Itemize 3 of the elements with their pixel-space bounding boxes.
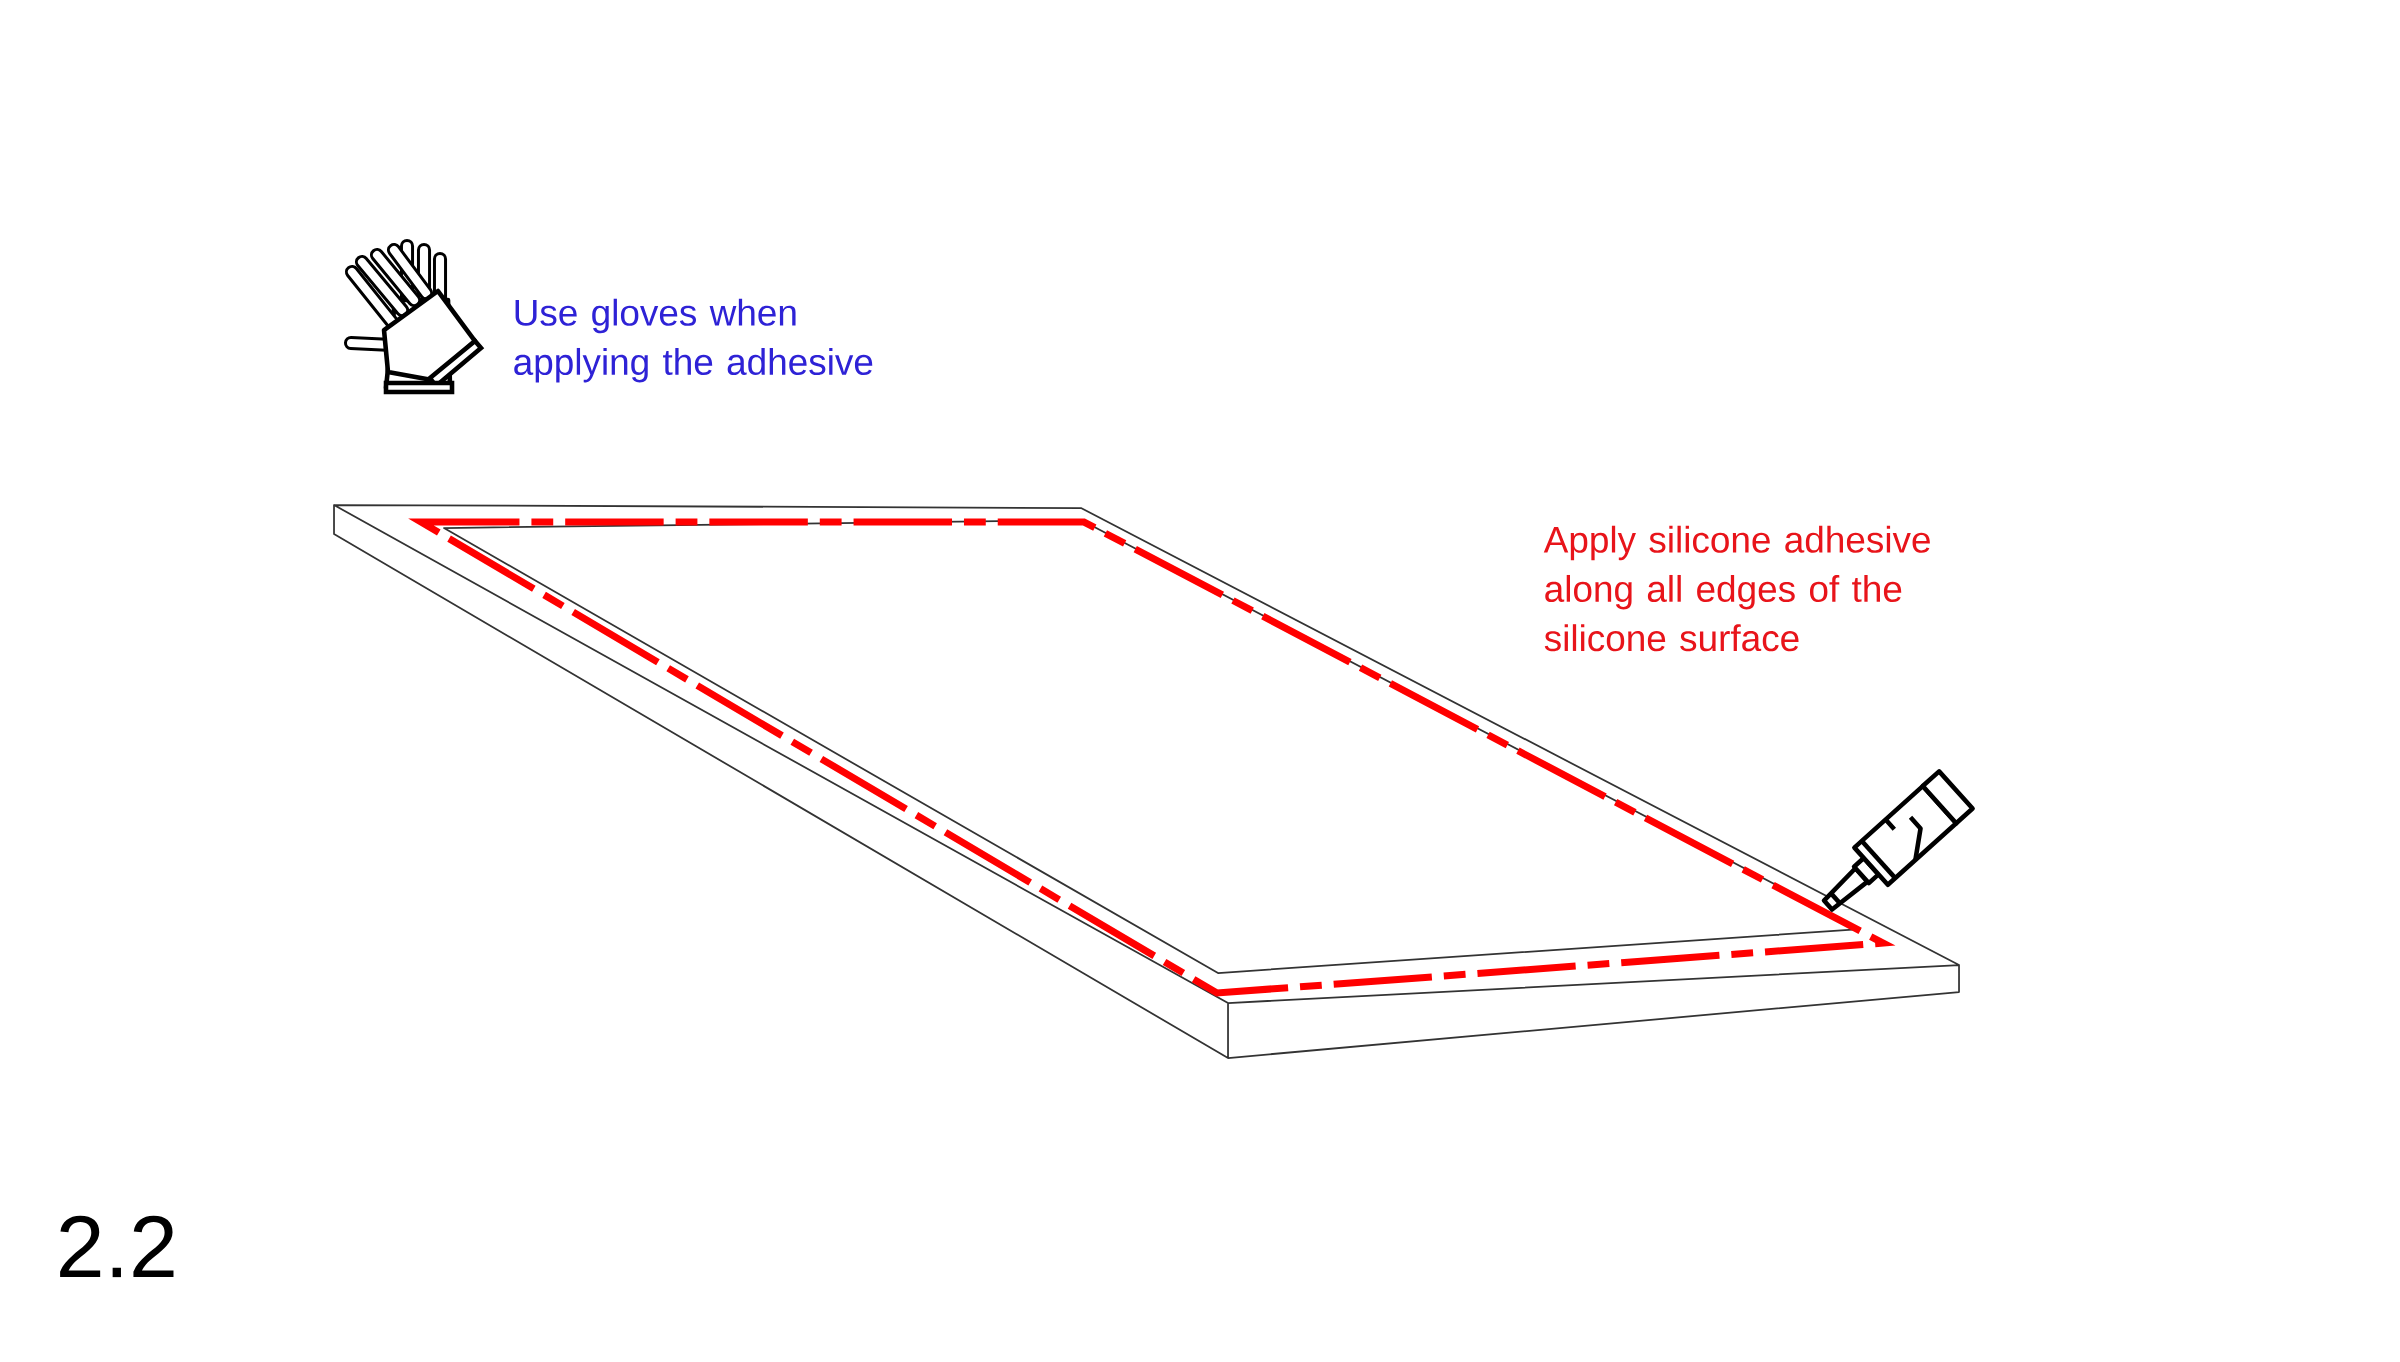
step-number: 2.2 [60,1215,174,1278]
instruction-text: Apply silicone adhesive along all edges of the silicone surface [1543,525,1930,652]
instruction-text: Use gloves when applying the adhesive [514,298,873,383]
